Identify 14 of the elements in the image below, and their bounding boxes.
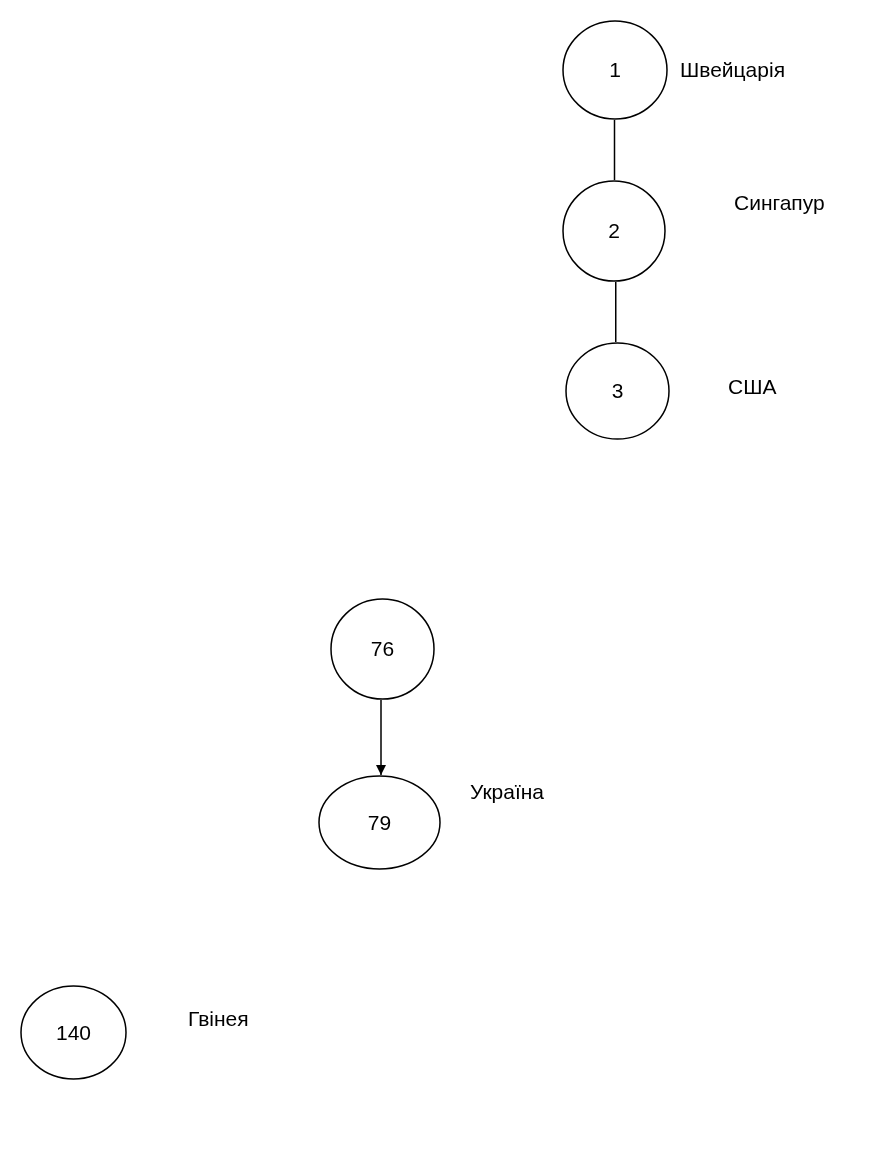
node-number: 1 (609, 58, 621, 82)
node-number: 3 (611, 379, 624, 403)
node-number: 79 (367, 810, 392, 835)
country-label: США (728, 375, 777, 399)
arrow (376, 699, 386, 776)
node-number: 140 (55, 1020, 91, 1045)
country-label: Сингапур (734, 191, 825, 215)
node-number: 76 (370, 637, 395, 661)
node-number: 2 (608, 219, 620, 243)
connector-line (615, 281, 617, 343)
country-label: Україна (470, 780, 545, 804)
country-label: Швейцарія (680, 58, 785, 82)
country-label: Гвінея (188, 1007, 249, 1031)
connector-line (613, 119, 616, 181)
